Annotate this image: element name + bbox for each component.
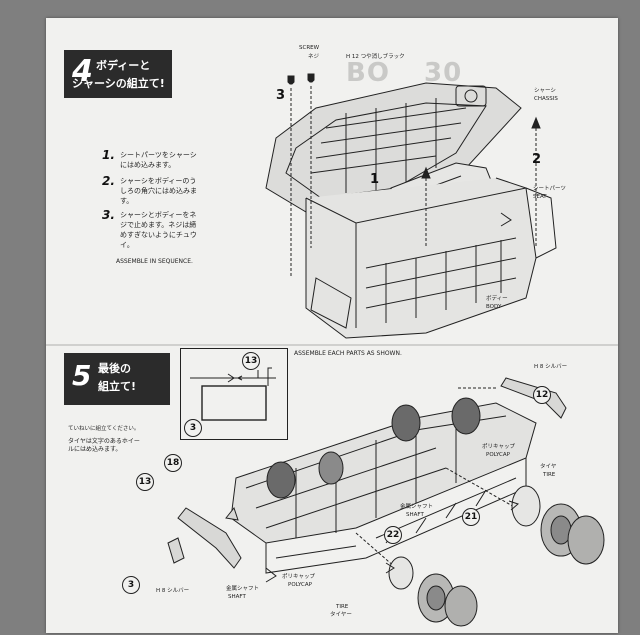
step5-title-line2: 組立て! <box>98 380 137 393</box>
instruction-text: シートパーツをシャーシにはめ込みます。 <box>120 151 197 169</box>
step4-title-line2: シャーシの組立て! <box>72 77 165 90</box>
step4-header: 4 ボディーと シャーシの組立て! <box>64 50 172 98</box>
part-number: 22 <box>384 526 402 544</box>
polycap-label-en: POLYCAP <box>486 452 510 458</box>
part-number: 3 <box>122 576 140 594</box>
assemble-note: ASSEMBLE EACH PARTS AS SHOWN. <box>294 350 402 357</box>
callout-1: 1 <box>370 172 380 187</box>
seat-label-jp: シートパーツ <box>533 186 566 192</box>
chassis-body-diagram <box>265 73 557 339</box>
screw-label-en: SCREW <box>299 45 320 51</box>
part-number: 13 <box>136 473 154 491</box>
tire-label-en: TIRE <box>543 472 556 478</box>
part-number: 12 <box>533 386 551 404</box>
screw-label-jp: ネジ <box>308 54 320 60</box>
part-number: 21 <box>462 508 480 526</box>
polycap-label-jp: ポリキャップ <box>482 444 516 450</box>
part-number: 13 <box>242 352 260 370</box>
chassis-label-en: CHASSIS <box>534 96 558 102</box>
shaft-label-jp: 金属シャフト <box>400 504 434 510</box>
part-number: 3 <box>184 419 202 437</box>
paint-label: H 12 つや消しブラック <box>346 54 405 60</box>
note-text: タイヤは文字のあるホイールにはめ込みます。 <box>68 438 140 453</box>
silver-label-right: H 8 シルバー <box>534 364 568 370</box>
reverse-side-bleed: ВО <box>346 58 390 88</box>
callout-2: 2 <box>532 152 542 167</box>
note-text: ていねいに組立てください。 <box>68 426 140 432</box>
callout-3: 3 <box>276 88 286 103</box>
silver-label-left: H 8 シルバー <box>156 588 190 594</box>
chassis-label-jp: シャーシ <box>534 88 556 94</box>
instruction-number: 3. <box>102 208 115 222</box>
body-label-en: BODY <box>486 304 502 310</box>
step5-number: 5 <box>72 359 92 392</box>
tire-label-jp: タイヤ <box>540 464 557 470</box>
polycap2-label-en: POLYCAP <box>288 582 312 588</box>
part-number: 18 <box>164 454 182 472</box>
seat-label-en: SEAT <box>533 194 547 200</box>
instruction-sheet: ВО 30 4 ボディーと シャーシの組立て! 1. シートパーツをシャーシには… <box>46 18 618 633</box>
shaft-label-en: SHAFT <box>406 512 424 518</box>
final-assembly-diagram <box>167 377 605 627</box>
instruction-text: シャーシをボディーのうしろの角穴にはめ込みます。 <box>120 177 197 205</box>
step5-title-line1: 最後の <box>98 362 131 375</box>
step4-number: 4 <box>72 54 93 89</box>
section-divider <box>46 344 618 346</box>
polycap2-label-jp: ポリキャップ <box>282 574 316 580</box>
instruction-number: 2. <box>102 174 115 188</box>
instruction-text: シャーシとボディーをネジで止めます。ネジは締めすぎないようにチュウイ。 <box>120 211 197 249</box>
body-label-jp: ボディー <box>486 296 508 302</box>
shaft2-label-jp: 金属シャフト <box>226 586 260 592</box>
step4-title-line1: ボディーと <box>96 59 151 72</box>
tire2-label-jp: タイヤー <box>330 612 352 618</box>
step5-header: 5 最後の 組立て! <box>64 353 170 405</box>
instruction-number: 1. <box>102 148 115 162</box>
tire2-label-en: TIRE <box>336 604 349 610</box>
assemble-note: ASSEMBLE IN SEQUENCE. <box>116 258 193 265</box>
shaft2-label-en: SHAFT <box>228 594 246 600</box>
